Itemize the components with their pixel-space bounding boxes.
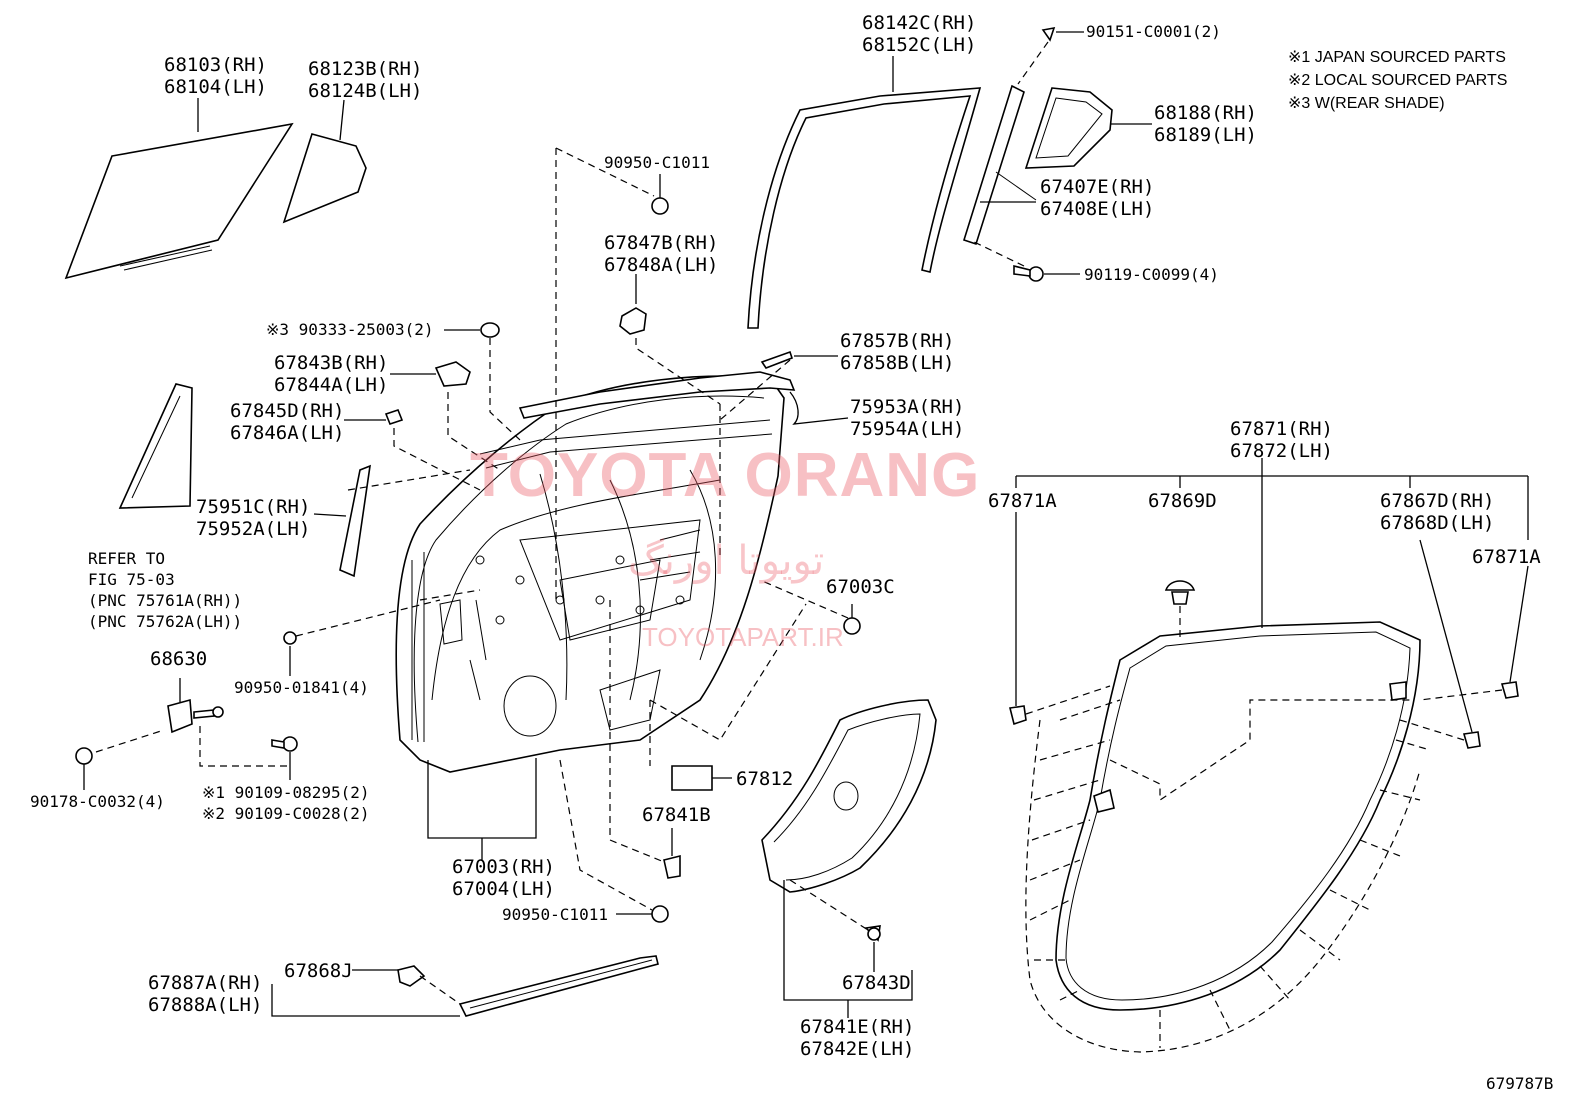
label-refer: REFER TO FIG 75-03 (PNC 75761A(RH)) (PNC… <box>88 549 243 631</box>
label-67841b: 67841B <box>642 804 711 826</box>
label-68630: 68630 <box>150 648 208 670</box>
bracket-67847 <box>619 274 647 335</box>
label-67843d: 67843D <box>842 972 911 994</box>
label-68123: 68123B(RH) 68124B(LH) <box>308 58 423 102</box>
clip-9095001841 <box>283 631 297 676</box>
label-67869d: 67869D <box>1148 490 1217 512</box>
nut-90178 <box>75 747 93 790</box>
clip-90950-lower <box>616 905 669 923</box>
weatherstrip <box>1025 621 1431 1053</box>
clip-67869d <box>1164 580 1196 640</box>
screw-90119 <box>969 239 1080 282</box>
clip-67867d <box>1399 719 1481 749</box>
label-90950-lower: 90950-C1011 <box>502 905 608 924</box>
service-cover <box>761 699 937 1018</box>
clip-67841b <box>663 828 681 879</box>
watermark-brand: TOYOTA ORANG <box>470 441 981 510</box>
bottom-moulding <box>271 955 659 1017</box>
label-90151: 90151-C0001(2) <box>1086 22 1221 41</box>
label-67407: 67407E(RH) 67408E(LH) <box>1040 176 1155 220</box>
label-67868j: 67868J <box>284 960 353 982</box>
label-68188: 68188(RH) 68189(LH) <box>1154 102 1257 146</box>
clip-67845 <box>344 409 404 425</box>
screw-90151 <box>1017 26 1084 85</box>
quarter-glass <box>282 99 367 224</box>
division-bar <box>963 84 1037 246</box>
label-9095001841: 90950-01841(4) <box>234 678 369 697</box>
bracket-67857 <box>760 350 838 369</box>
grommet-90333 <box>444 322 500 338</box>
label-67841e: 67841E(RH) 67842E(LH) <box>800 1016 915 1060</box>
label-75951: 75951C(RH) 75952A(LH) <box>196 496 311 540</box>
label-67003: 67003(RH) 67004(LH) <box>452 856 555 900</box>
label-90950-upper: 90950-C1011 <box>604 153 710 172</box>
label-90333: ※3 90333-25003(2) <box>266 320 434 339</box>
belt-moulding <box>518 371 849 425</box>
watermark-persian: تویوتا اورنگ <box>628 538 825 584</box>
note-japan-sourced: ※1 JAPAN SOURCED PARTS <box>1288 49 1506 66</box>
clip-67843d <box>864 925 881 972</box>
bracket-67843 <box>390 361 471 387</box>
door-check-68630 <box>167 678 224 734</box>
note-local-sourced: ※2 LOCAL SOURCED PARTS <box>1288 72 1508 89</box>
watermark-url: TOYOTAPART.IR <box>642 622 844 652</box>
garnish-75951 <box>313 464 371 578</box>
clip-90950-upper <box>651 174 669 215</box>
label-67871a-right: 67871A <box>1472 546 1541 568</box>
quarter-window <box>1024 87 1152 169</box>
run-channel <box>747 56 982 329</box>
figure-number: 679787B <box>1486 1074 1554 1093</box>
clip-67003c <box>843 604 861 635</box>
label-67857: 67857B(RH) 67858B(LH) <box>840 330 955 374</box>
label-67887: 67887A(RH) 67888A(LH) <box>148 972 263 1016</box>
label-67812: 67812 <box>736 768 794 790</box>
label-67003c: 67003C <box>826 576 895 598</box>
label-90178: 90178-C0032(4) <box>30 792 165 811</box>
door-glass <box>64 98 294 280</box>
note-rear-shade: ※3 W(REAR SHADE) <box>1288 95 1445 112</box>
label-67871a-left: 67871A <box>988 490 1057 512</box>
label-67847: 67847B(RH) 67848A(LH) <box>604 232 719 276</box>
bolt-90109 <box>271 736 298 780</box>
label-67871: 67871(RH) 67872(LH) <box>1230 418 1333 462</box>
label-68142: 68142C(RH) 68152C(LH) <box>862 12 977 56</box>
door-panel <box>395 375 785 773</box>
label-90119: 90119-C0099(4) <box>1084 265 1219 284</box>
clip-67871a-right <box>1419 681 1519 701</box>
label-75953: 75953A(RH) 75954A(LH) <box>850 396 965 440</box>
label-67843: 67843B(RH) 67844A(LH) <box>274 352 389 396</box>
pillar-garnish <box>118 383 193 509</box>
seal-67812 <box>671 765 732 791</box>
label-67845: 67845D(RH) 67846A(LH) <box>230 400 345 444</box>
label-67867d: 67867D(RH) 67868D(LH) <box>1380 490 1495 534</box>
label-68103: 68103(RH) 68104(LH) <box>164 54 267 98</box>
clip-67871a-left <box>1009 685 1111 726</box>
label-90109: ※1 90109-08295(2) ※2 90109-C0028(2) <box>202 783 370 823</box>
